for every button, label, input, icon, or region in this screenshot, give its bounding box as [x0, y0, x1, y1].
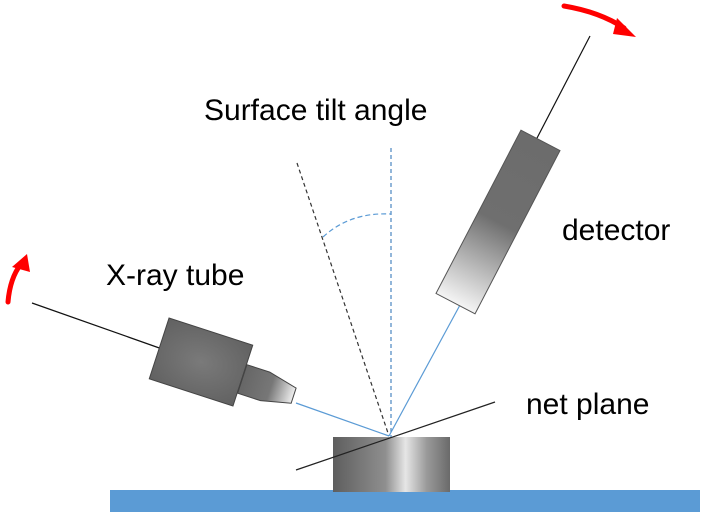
detector [435, 129, 561, 315]
stage-base [110, 490, 700, 512]
detector-axis-line [535, 35, 591, 141]
xray-tube [148, 317, 254, 407]
net-plane-line [295, 401, 496, 471]
diffracted-beam [388, 304, 461, 437]
xray-tube-axis-line [31, 302, 166, 351]
net-plane-label: net plane [526, 388, 649, 421]
sample-block [333, 437, 450, 492]
xray-tube-nozzle [237, 364, 297, 404]
tilt-angle-arc [322, 213, 392, 238]
incident-beam [295, 402, 390, 437]
curved-arrow-icon [561, 3, 636, 37]
tilted-normal-guide [296, 162, 390, 437]
detector-label: detector [562, 214, 670, 247]
curved-arrow-icon [5, 254, 30, 305]
xray-tube-label: X-ray tube [106, 259, 244, 292]
surface-tilt-angle-label: Surface tilt angle [204, 94, 427, 127]
